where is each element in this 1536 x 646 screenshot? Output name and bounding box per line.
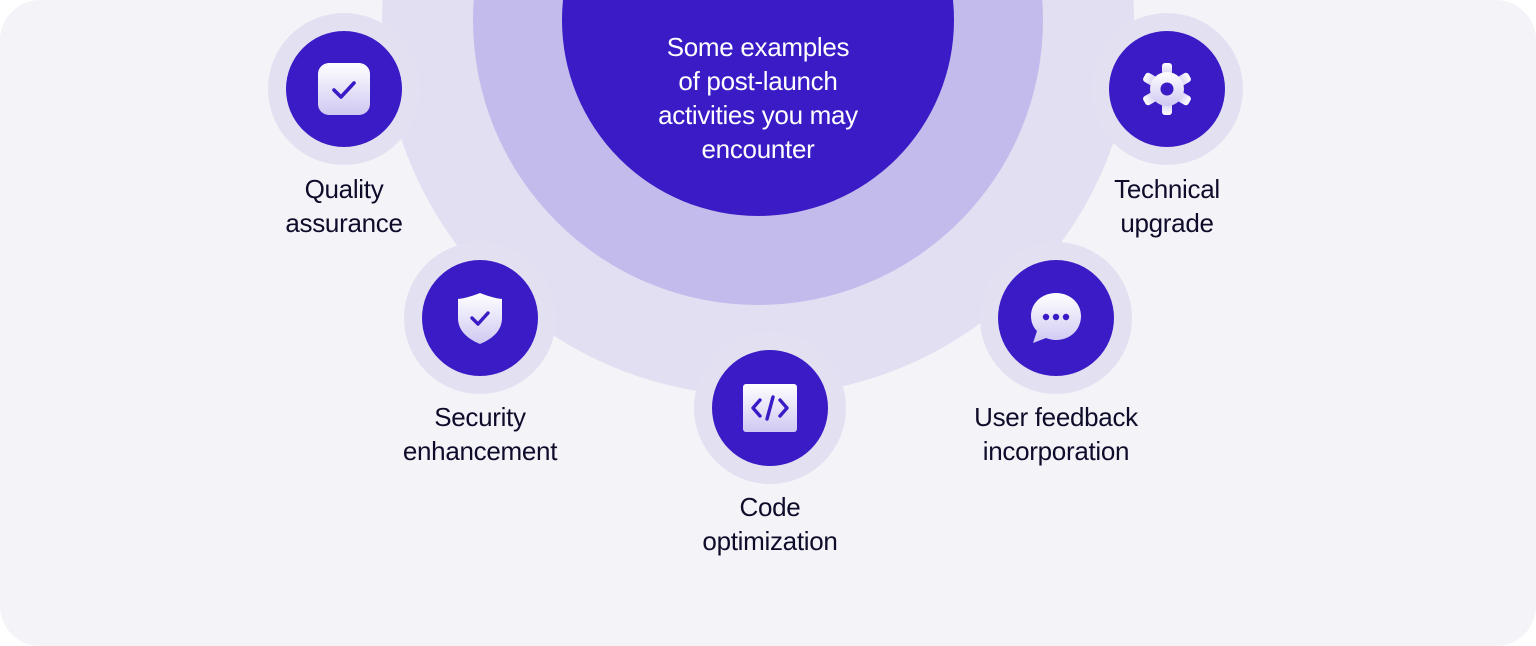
gear-icon <box>1143 63 1191 115</box>
shield-check-icon <box>458 293 502 344</box>
node-quality-assurance <box>268 13 420 165</box>
node-security-enhancement-badge <box>422 260 538 376</box>
node-technical-upgrade-badge <box>1109 31 1225 147</box>
chat-bubble-icon <box>1031 293 1081 343</box>
node-code-optimization <box>694 332 846 484</box>
label-user-feedback: User feedback incorporation <box>974 402 1138 466</box>
checkbox-icon <box>318 63 370 115</box>
node-security-enhancement <box>404 242 556 394</box>
label-security-enhancement: Security enhancement <box>402 402 558 466</box>
node-quality-assurance-badge <box>286 31 402 147</box>
code-icon <box>743 384 797 432</box>
label-code-optimization: Code optimization <box>702 492 838 556</box>
node-technical-upgrade <box>1091 13 1243 165</box>
node-user-feedback <box>980 242 1132 394</box>
node-user-feedback-badge <box>998 260 1114 376</box>
label-technical-upgrade: Technical upgrade <box>1114 174 1220 238</box>
center-title: Some examples of post-launch activities … <box>658 32 858 164</box>
node-code-optimization-badge <box>712 350 828 466</box>
label-quality-assurance: Quality assurance <box>285 174 403 238</box>
